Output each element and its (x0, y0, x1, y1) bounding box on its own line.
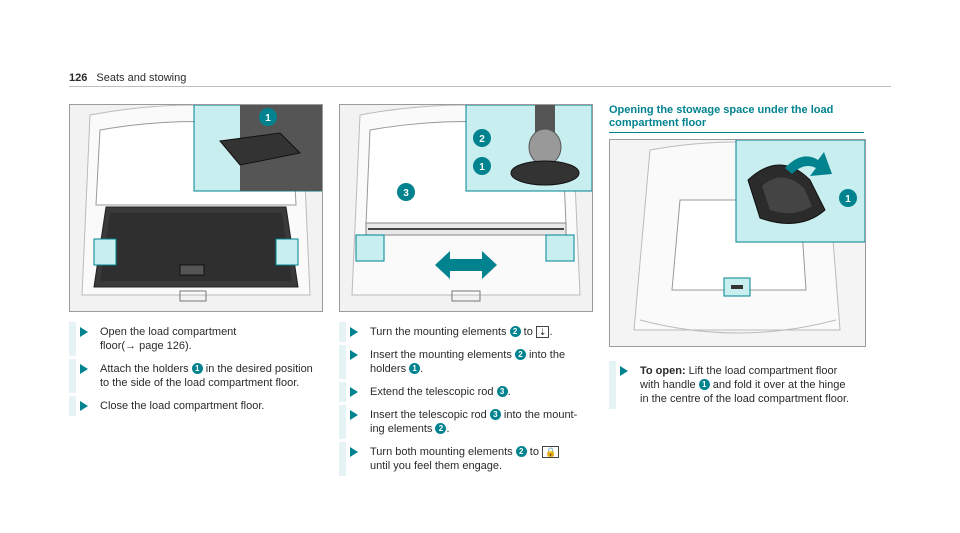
callout-number-badge: 3 (496, 386, 508, 397)
step-text: . (549, 326, 553, 338)
step-text: Attach the holders (100, 363, 192, 375)
step-text: until you feel them engage. (370, 460, 503, 472)
step-text: to (520, 326, 536, 338)
step-turn-mounting: Turn the mounting elements 2 to ⇣. (339, 322, 591, 342)
section-heading-line: Opening the stowage space under the load (609, 104, 834, 116)
page-reference-arrow-icon: → (125, 340, 137, 352)
step-text: to (526, 446, 543, 458)
step-text: Turn the mounting elements (370, 326, 510, 338)
svg-text:1: 1 (265, 113, 271, 124)
step-arrow-icon (350, 387, 358, 397)
step-arrow-icon (620, 366, 628, 376)
section-heading-line: compartment floor (609, 117, 707, 129)
svg-text:3: 3 (403, 188, 409, 199)
step-text: Insert the telescopic rod (370, 409, 490, 421)
holders-figure: ① 1 (69, 104, 323, 312)
callout-number-badge: 1 (698, 379, 710, 390)
step-arrow-icon (350, 327, 358, 337)
step-text: into the (525, 349, 566, 361)
step-text: . (507, 386, 511, 398)
page-reference-link[interactable]: page 126). (136, 340, 192, 352)
step-open-floor: Open the load compartment floor(→ page 1… (69, 322, 321, 356)
step-text: to the side of the load compartment floo… (100, 377, 300, 389)
svg-text:1: 1 (479, 162, 485, 173)
step-text: Open the load compartment (100, 326, 237, 338)
lock-symbol-icon: 🔒 (542, 446, 560, 458)
step-text: in the desired position (202, 363, 313, 375)
step-text: Extend the telescopic rod (370, 386, 497, 398)
step-text: Lift the load compartment floor (685, 365, 838, 377)
step-attach-holders: Attach the holders 1 in the desired posi… (69, 359, 321, 393)
step-arrow-icon (350, 447, 358, 457)
step-to-open: To open: Lift the load compartment floor… (609, 361, 864, 409)
step-insert-rod: Insert the telescopic rod 3 into the mou… (339, 405, 591, 439)
header-rule (69, 86, 891, 87)
column-3-steps: To open: Lift the load compartment floor… (609, 361, 864, 415)
callout-number-badge: 2 (514, 349, 526, 360)
section-heading: Opening the stowage space under the load… (609, 104, 864, 130)
step-text: and fold it over at the hinge (709, 379, 846, 391)
svg-text:1: 1 (845, 194, 851, 205)
page-number: 126 (69, 72, 88, 84)
callout-number-badge: 3 (489, 409, 501, 420)
unlock-symbol-icon: ⇣ (535, 326, 550, 338)
step-arrow-icon (350, 410, 358, 420)
telescopic-rod-figure: 2 1 3 (339, 104, 593, 312)
callout-number-badge: 2 (435, 423, 447, 434)
step-turn-both: Turn both mounting elements 2 to 🔒 until… (339, 442, 591, 476)
step-text: floor( (100, 340, 126, 352)
step-arrow-icon (80, 364, 88, 374)
step-text: Close the load compartment floor. (100, 400, 265, 412)
column-2-steps: Turn the mounting elements 2 to ⇣. Inser… (339, 322, 591, 482)
step-text: into the mount- (500, 409, 578, 421)
section-title: Seats and stowing (96, 72, 187, 84)
step-label: To open: (640, 365, 686, 377)
step-extend-rod: Extend the telescopic rod 3. (339, 382, 591, 402)
callout-number-badge: 2 (515, 446, 527, 457)
step-text: in the centre of the load compartment fl… (640, 393, 850, 405)
column-1-steps: Open the load compartment floor(→ page 1… (69, 322, 321, 422)
step-text: Insert the mounting elements (370, 349, 515, 361)
step-text: . (446, 423, 450, 435)
callout-number-badge: 1 (191, 363, 203, 374)
callout-number-badge: 2 (509, 326, 521, 337)
step-arrow-icon (350, 350, 358, 360)
step-text: holders (370, 363, 410, 375)
section-heading-rule (609, 132, 864, 133)
step-arrow-icon (80, 401, 88, 411)
step-close-floor: Close the load compartment floor. (69, 396, 321, 416)
stowage-space-figure: 1 (609, 139, 866, 347)
step-arrow-icon (80, 327, 88, 337)
page-header: 126 Seats and stowing (69, 72, 186, 84)
svg-text:2: 2 (479, 134, 485, 145)
step-text: ing elements (370, 423, 436, 435)
step-insert-mounting: Insert the mounting elements 2 into the … (339, 345, 591, 379)
step-text: Turn both mounting elements (370, 446, 516, 458)
step-text: . (420, 363, 424, 375)
step-text: with handle (640, 379, 699, 391)
callout-number-badge: 1 (409, 363, 421, 374)
